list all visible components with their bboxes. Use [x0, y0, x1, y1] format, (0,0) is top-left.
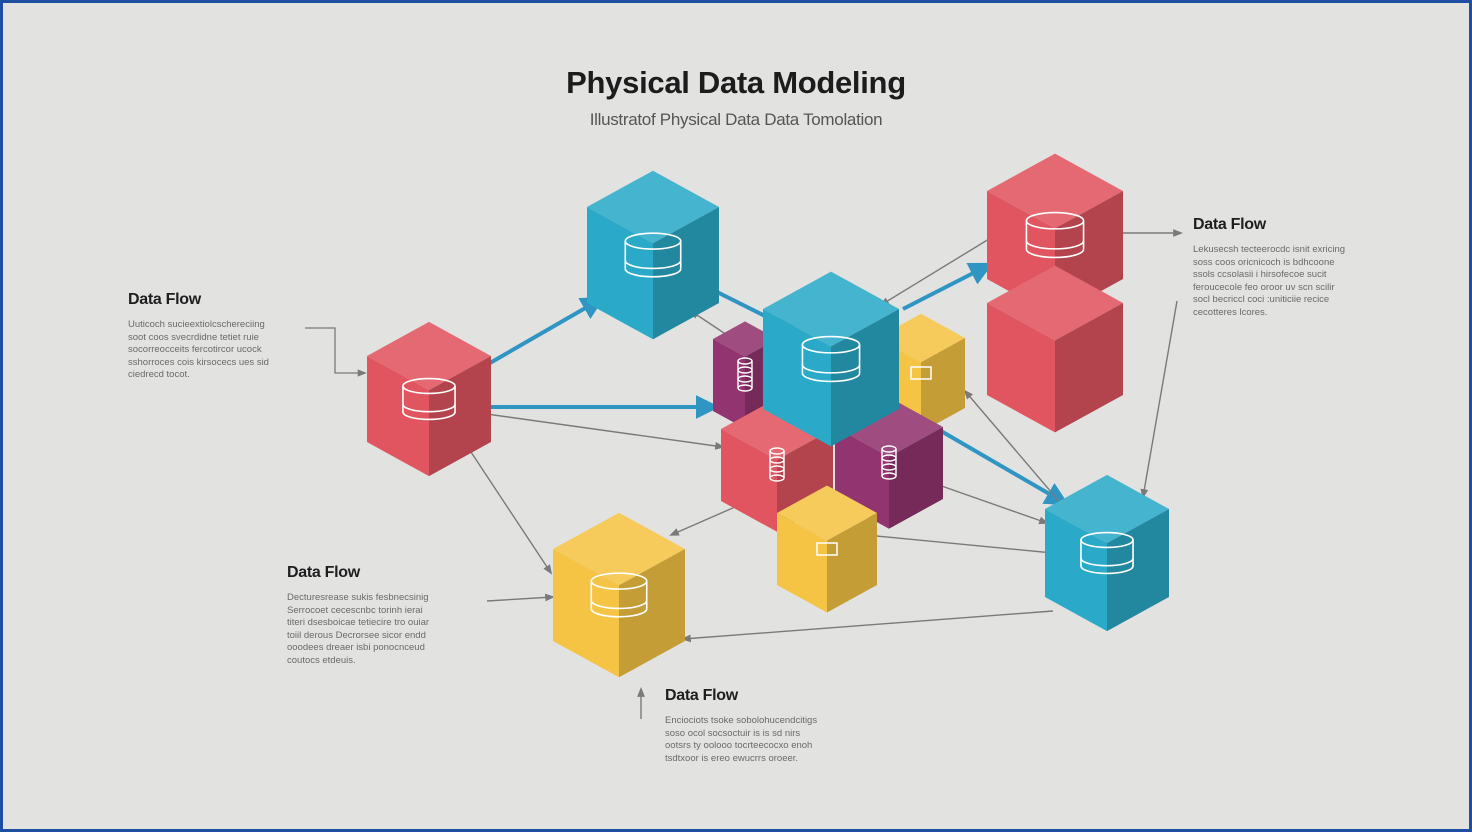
data-model-diagram: [305, 153, 1183, 719]
connector-arrow-3: [902, 262, 994, 311]
label-description: Enciociots tsoke sobolohucendcitigs soso…: [665, 715, 817, 765]
data-flow-label-3: Data Flow Decturesrease sukis fesbnecsin…: [287, 564, 429, 668]
database-icon: [881, 445, 897, 480]
database-icon: [590, 572, 648, 618]
database-icon: [402, 377, 456, 421]
label-description: Lekusecsh tecteerocdc isnit exricing sos…: [1193, 244, 1345, 320]
page-subtitle: Illustratof Physical Data Data Tomolatio…: [589, 110, 883, 129]
connector-arrow-0: [482, 296, 606, 369]
label-description: Uuticoch sucieextiolcschereciing soot co…: [128, 319, 269, 382]
data-flow-label-4: Data Flow Enciociots tsoke sobolohucendc…: [665, 687, 817, 765]
connector-arrow-10: [1140, 300, 1178, 499]
connector-arrow-8: [879, 238, 990, 307]
label-line: ssols ccsolasii i hirsofecoe sucit: [1193, 269, 1327, 281]
label-line: socl becriccl coci :uniticiie recice: [1193, 294, 1330, 306]
label-title: Data Flow: [665, 687, 738, 704]
connector-arrow-5: [464, 410, 725, 450]
cube-center-cyan: [763, 271, 899, 447]
database-icon: [1080, 531, 1134, 575]
connector-arrow-11: [843, 529, 1054, 554]
database-icon: [1025, 211, 1085, 259]
cube-left-red: [367, 321, 491, 477]
label-line: tsdtxoor is ereo ewucrrs oroeer.: [665, 752, 799, 764]
database-icon: [801, 335, 861, 383]
label-description: Decturesrease sukis fesbnecsinig Serroco…: [287, 592, 429, 668]
cube-nodes: [367, 153, 1169, 678]
cube-bottom-right-cyan: [1045, 474, 1169, 632]
cube-top-cyan: [587, 170, 719, 340]
label-line: toiil derous Decrorsee sicor endd: [287, 629, 426, 641]
label-line: ciedrecd tocot.: [128, 369, 190, 381]
label-line: soot coos svecrdidne tetiet ruie: [128, 331, 259, 343]
label-title: Data Flow: [128, 291, 201, 308]
cube-right-red-lower: [987, 265, 1123, 433]
data-flow-label-2: Data Flow Lekusecsh tecteerocdc isnit ex…: [1193, 216, 1345, 320]
box-icon: [910, 366, 932, 380]
label-line: ootsrs ty oolooo tocrteecocxo enoh: [665, 740, 813, 752]
cube-cluster-yellow-front: [777, 485, 877, 613]
cube-bottom-yellow: [553, 512, 685, 678]
label-line: coutocs etdeuis.: [287, 654, 356, 666]
connector-arrow-7: [669, 506, 736, 536]
connector-arrow-elbow: [305, 327, 367, 377]
label-line: soss coos oricnicoch is bdhcoone: [1193, 256, 1335, 268]
box-icon: [816, 542, 838, 556]
label-line: sshorroces cois kirsocecs ues sid: [128, 356, 269, 368]
connector-arrow-12: [963, 389, 1070, 514]
connector-arrow-15: [681, 610, 1054, 643]
connectors: [305, 229, 1183, 719]
data-flow-label-1: Data Flow Uuticoch sucieextiolcscherecii…: [128, 291, 269, 382]
label-line: ooodees dreaer isbi ponocnceud: [287, 642, 425, 654]
connector-arrow-4: [939, 429, 1070, 506]
connector-arrow-6: [468, 448, 553, 575]
label-line: titeri dsesboicae tetiecire tro ouiar: [287, 617, 430, 629]
label-title: Data Flow: [287, 564, 360, 581]
connector-arrow-13: [932, 482, 1049, 525]
connector-arrow-16: [486, 593, 555, 602]
label-line: feroucecole feo oroor uv scn scilir: [1193, 281, 1335, 293]
label-line: Decturesrease sukis fesbnecsinig: [287, 592, 429, 603]
label-line: Uuticoch sucieextiolcschereciing: [128, 319, 265, 330]
label-title: Data Flow: [1193, 216, 1266, 233]
label-line: Serrocoet cecescnbc torinh ierai: [287, 604, 423, 616]
label-line: socorreocceits fercotircor ucock: [128, 344, 262, 356]
database-icon: [624, 232, 682, 278]
label-line: soso ocol socsoctuir is is sd nirs: [665, 727, 801, 739]
database-icon: [769, 447, 785, 482]
label-line: Lekusecsh tecteerocdc isnit exricing: [1193, 244, 1346, 255]
database-icon: [737, 357, 753, 392]
label-line: cecotteres lcores.: [1193, 306, 1268, 318]
page-title: Physical Data Modeling: [566, 65, 906, 100]
label-line: Enciociots tsoke sobolohucendcitigs: [665, 715, 818, 726]
